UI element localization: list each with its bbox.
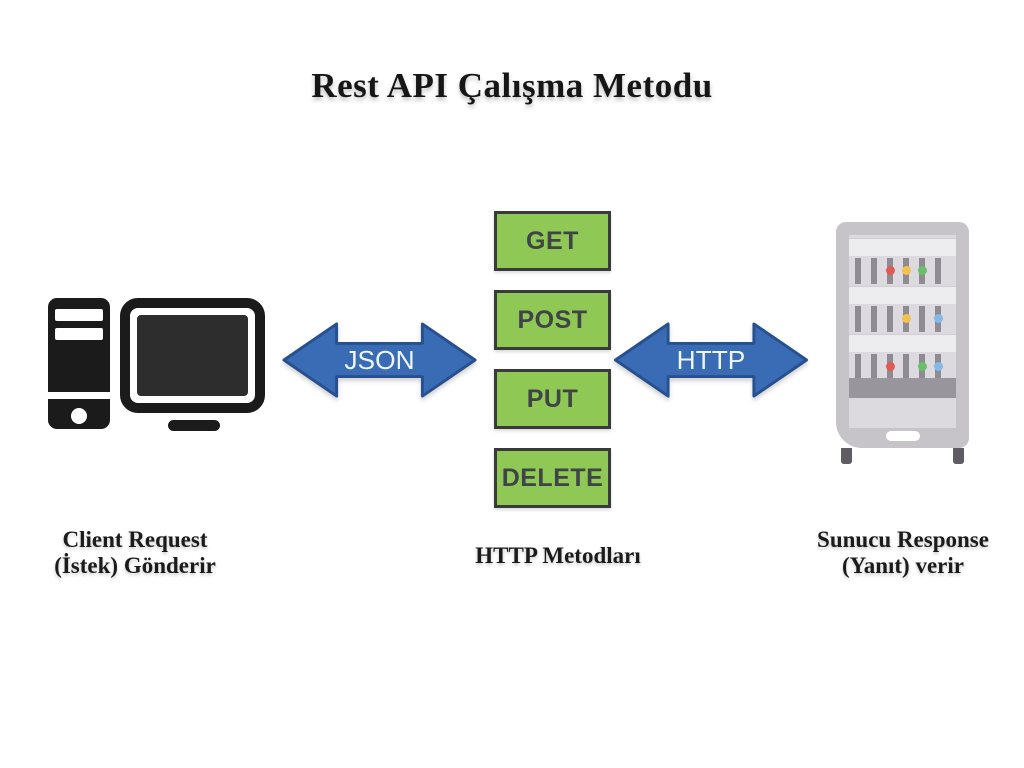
tower-power-button-icon <box>71 408 87 424</box>
client-caption: Client Request (İstek) Gönderir <box>10 527 260 579</box>
vent-slat <box>887 306 893 332</box>
server-foot <box>953 448 964 464</box>
server-rack-unit <box>849 286 956 333</box>
monitor-screen <box>137 315 248 396</box>
tower-drive-slot <box>55 309 103 321</box>
double-arrow-icon <box>613 322 809 398</box>
rack-unit-faceplate <box>849 286 956 304</box>
vent-slat <box>903 354 909 380</box>
server-led-red-icon <box>885 266 895 275</box>
server-caption-line2: (Yanıt) verir <box>842 553 964 578</box>
server-lower-band <box>849 378 956 398</box>
server-led-green-icon <box>917 266 927 275</box>
rack-unit-vents <box>849 354 956 380</box>
vent-slat <box>855 306 861 332</box>
double-arrow-icon <box>282 322 477 398</box>
monitor-stand <box>168 420 220 431</box>
pc-tower-icon <box>48 298 110 429</box>
vent-slat <box>871 354 877 380</box>
http-arrow-label: HTTP <box>677 345 746 375</box>
vent-slat <box>855 258 861 284</box>
server-rack-icon <box>836 222 969 466</box>
server-cabinet <box>836 222 969 448</box>
tower-divider <box>48 392 110 399</box>
vent-slat <box>919 306 925 332</box>
rack-unit-faceplate <box>849 334 956 352</box>
rack-unit-faceplate <box>849 238 956 256</box>
server-led-yellow-icon <box>901 314 911 323</box>
server-led-blue-icon <box>933 314 943 323</box>
client-caption-line2: (İstek) Gönderir <box>54 553 216 578</box>
server-handle <box>886 431 920 441</box>
method-box-put: PUT <box>494 369 611 429</box>
server-caption: Sunucu Response (Yanıt) verir <box>778 527 1024 579</box>
vent-slat <box>855 354 861 380</box>
server-led-yellow-icon <box>901 266 911 275</box>
server-foot <box>841 448 852 464</box>
tower-drive-slot <box>55 328 103 340</box>
methods-caption: HTTP Metodları <box>475 543 641 568</box>
server-led-green-icon <box>917 362 927 371</box>
json-arrow-label: JSON <box>344 345 414 375</box>
method-box-get: GET <box>494 211 611 271</box>
server-led-blue-icon <box>933 362 943 371</box>
vent-slat <box>871 306 877 332</box>
client-computer-icon <box>45 295 270 440</box>
server-front-panel <box>849 235 956 428</box>
rack-unit-vents <box>849 258 956 284</box>
server-led-red-icon <box>885 362 895 371</box>
server-rack-unit <box>849 334 956 381</box>
server-rack-unit <box>849 238 956 285</box>
json-arrow: JSON <box>282 322 477 398</box>
vent-slat <box>871 258 877 284</box>
vent-slat <box>935 258 941 284</box>
method-box-post: POST <box>494 290 611 350</box>
monitor-icon <box>120 298 265 413</box>
client-caption-line1: Client Request <box>62 527 208 552</box>
diagram-title: Rest API Çalışma Metodu <box>311 66 713 105</box>
rack-unit-vents <box>849 306 956 332</box>
method-box-delete: DELETE <box>494 448 611 508</box>
http-arrow: HTTP <box>613 322 809 398</box>
server-caption-line1: Sunucu Response <box>817 527 989 552</box>
